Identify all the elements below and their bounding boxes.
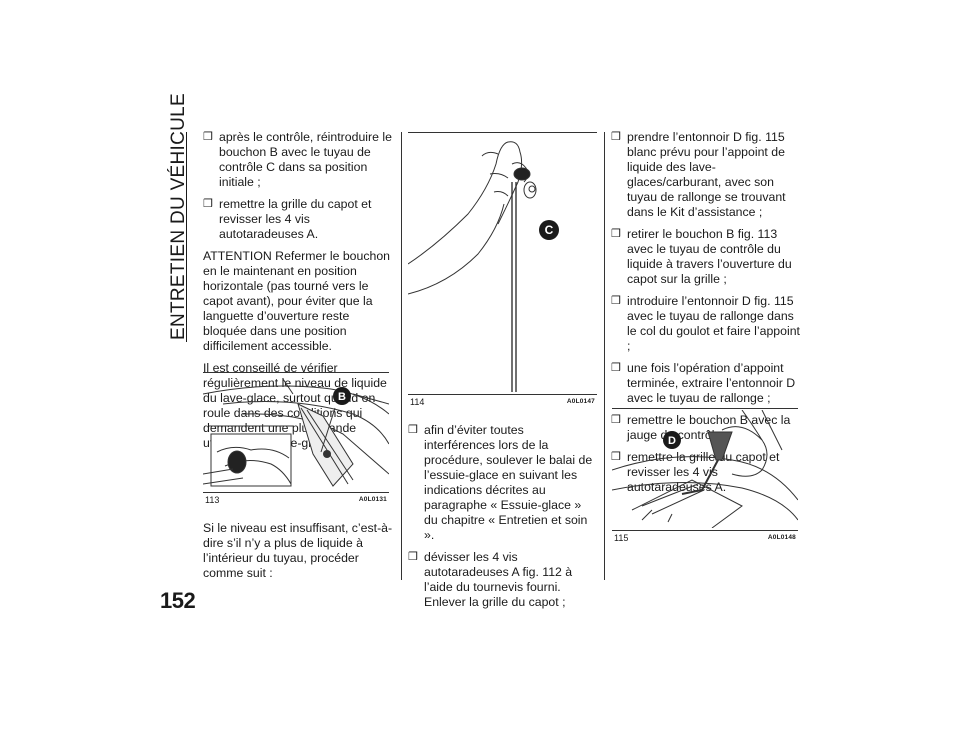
list-item: ❒ introduire l’entonnoir D fig. 115 avec … (611, 294, 801, 354)
figure-code: A0L0148 (767, 534, 796, 541)
bullet-icon: ❒ (611, 451, 621, 463)
figure-number: 113 (205, 495, 220, 505)
callout-c: C (545, 223, 554, 237)
list-item-text: après le contrôle, réintroduire le bouch… (219, 130, 392, 189)
figure-code: A0L0147 (566, 398, 595, 405)
figure-number: 114 (410, 397, 425, 407)
figure-114-illustration: C (408, 141, 559, 392)
figure-113: B 113 A0L0131 (203, 372, 389, 506)
figure-115-illustration: D (612, 410, 798, 528)
list-item: ❒ remettre la grille du capot et revisser… (611, 450, 801, 495)
list-item: ❒ dévisser les 4 vis autotaradeuses A fig… (408, 550, 598, 610)
bullet-icon: ❒ (611, 228, 621, 240)
section-title-rule (186, 132, 187, 342)
figure-bottom-rule (612, 530, 798, 531)
figure-114: C 114 A0L0147 (408, 132, 597, 412)
list-item: ❒ prendre l’entonnoir D fig. 115 blanc pr… (611, 130, 801, 220)
list-item: ❒ afin d’éviter toutes interférences lors… (408, 423, 598, 543)
column-divider (604, 132, 605, 580)
list-item-text: remettre la grille du capot et revisser … (627, 450, 780, 494)
paragraph: Si le niveau est insuffisant, c’est-à-di… (203, 521, 393, 580)
column-2: ❒ afin d’éviter toutes interférences lors… (408, 423, 598, 617)
list-item-text: dévisser les 4 vis autotaradeuses A fig.… (424, 550, 573, 609)
bullet-icon: ❒ (408, 424, 418, 436)
list-item-text: prendre l’entonnoir D fig. 115 blanc pré… (627, 130, 786, 219)
list-item-text: retirer le bouchon B fig. 113 avec le tu… (627, 227, 792, 286)
list-item: ❒ remettre la grille du capot et revisser… (203, 197, 393, 242)
column-divider (401, 132, 402, 580)
list-item-text: remettre la grille du capot et revisser … (219, 197, 372, 241)
list-item: ❒ après le contrôle, réintroduire le bouc… (203, 130, 393, 190)
page-number: 152 (160, 588, 196, 613)
bullet-icon: ❒ (203, 131, 213, 143)
bullet-icon: ❒ (611, 362, 621, 374)
figure-top-rule (408, 132, 597, 133)
bullet-icon: ❒ (611, 131, 621, 143)
column-1-continued: Si le niveau est insuffisant, c’est-à-di… (203, 521, 393, 588)
bullet-icon: ❒ (611, 295, 621, 307)
callout-b: B (338, 391, 346, 403)
column-3: ❒ prendre l’entonnoir D fig. 115 blanc pr… (611, 130, 801, 502)
list-item-text: une fois l’opération d’appoint terminée,… (627, 361, 796, 405)
figure-bottom-rule (408, 394, 597, 395)
figure-115: D 115 A0L0148 (612, 408, 798, 544)
figure-code: A0L0131 (358, 496, 387, 503)
figure-top-rule (612, 408, 798, 409)
list-item-text: introduire l’entonnoir D fig. 115 avec l… (627, 294, 800, 353)
bullet-icon: ❒ (408, 551, 418, 563)
callout-d: D (668, 435, 676, 447)
figure-113-illustration: B (203, 378, 389, 487)
column-1: ❒ après le contrôle, réintroduire le bouc… (203, 130, 393, 458)
list-item-text: afin d’éviter toutes interférences lors … (424, 423, 593, 542)
figure-bottom-rule (203, 492, 389, 493)
list-item: ❒ retirer le bouchon B fig. 113 avec le t… (611, 227, 801, 287)
bullet-icon: ❒ (611, 414, 621, 426)
list-item: ❒ une fois l’opération d’appoint terminée… (611, 361, 801, 406)
figure-top-rule (203, 372, 389, 373)
bullet-icon: ❒ (203, 198, 213, 210)
paragraph: ATTENTION Refermer le bouchon en le main… (203, 249, 391, 353)
figure-number: 115 (614, 533, 629, 543)
